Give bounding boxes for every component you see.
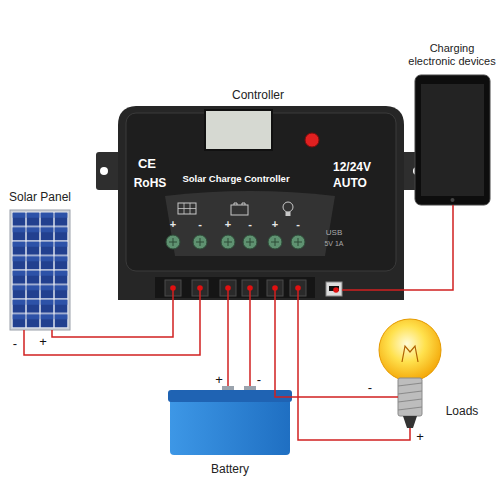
bulb-icon [286,212,291,216]
node-heading: Loads [446,404,479,418]
polarity-sign: + [272,218,278,231]
polarity-sign: - [296,218,300,231]
terminal-dot [225,285,231,291]
terminal-dot [197,285,203,291]
wire-polarity: + [214,373,224,386]
terminal-dot [295,285,301,291]
lcd-screen [205,110,272,150]
product-name: Solar Charge Controller [182,173,289,184]
panel-cells [12,212,68,328]
terminal-dot [272,285,278,291]
controller-housing [118,106,404,300]
node-heading: Battery [211,462,249,476]
polarity-sign: + [170,218,176,231]
battery: Battery [168,386,292,455]
wire [298,300,410,440]
node-heading: Charging electronic devices [407,42,497,68]
auto-mark: AUTO [333,176,367,190]
wire-polarity: + [415,430,425,443]
tablet-body [415,75,490,205]
wire-polarity: - [367,381,373,394]
solar-icon [178,203,196,214]
bulb-thread [398,383,422,410]
wire [275,300,378,397]
rohs-mark: RoHS [134,176,167,190]
terminal-dot [170,285,176,291]
wire [425,205,453,290]
bulb-filament [402,346,418,362]
battery-icon [234,203,245,205]
bulb-base [398,378,422,416]
light-bulb: Loads [378,318,442,430]
battery-body [170,398,290,455]
terminal-dot [247,285,253,291]
polarity-sign: - [198,218,202,231]
wire-polarity: - [256,373,262,386]
ce-mark: CE [138,156,156,172]
screw-slots [169,238,302,246]
polarity-sign: + [225,218,231,231]
solar-icon [178,203,196,214]
solar-panel: Solar Panel [10,210,70,330]
tablet-button [451,198,455,202]
bulb-icon [283,202,293,212]
terminal-panel [165,191,335,256]
bulb-contact [403,416,417,428]
battery-icon [231,205,248,215]
terminal-sockets [165,280,306,296]
usb-rating: 5V 1A [324,240,343,248]
terminal-dot [333,287,339,293]
device-tablet: Charging electronic devices [415,75,490,205]
wire-polarity: + [38,335,48,348]
voltage-rating: 12/24V [333,160,371,174]
terminal-dots [170,285,339,293]
battery-lid [168,390,292,402]
node-heading: Solar Panel [9,190,71,204]
panel-frame [10,210,70,330]
wire [52,300,173,337]
terminal-screws [166,235,305,249]
wire-polarity: - [12,337,18,350]
terminal-block [155,277,315,298]
wire-stub [378,397,410,430]
polarity-sign: - [248,218,252,231]
red-button [305,133,319,147]
node-heading: Controller [232,88,284,102]
wire [24,300,200,355]
usb-label: USB [326,228,342,238]
charge-controller: ControllerCERoHSSolar Charge Controller1… [95,105,425,300]
bulb-glass [379,319,441,381]
mounting-hole [100,167,108,175]
tablet-screen [421,84,484,196]
usb-port [326,282,342,296]
wire [227,300,229,386]
wire [249,300,251,386]
